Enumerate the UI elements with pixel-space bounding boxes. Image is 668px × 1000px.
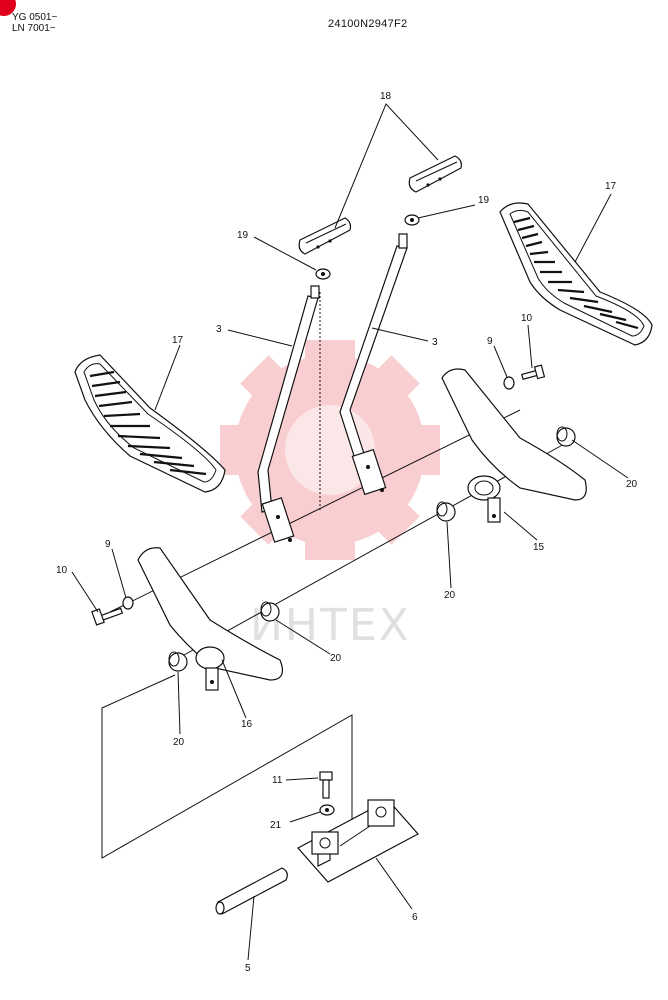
label-16: 16 (241, 719, 253, 730)
label-5: 5 (245, 963, 251, 974)
label-15: 15 (533, 542, 545, 553)
pivot-pin (215, 867, 288, 915)
bracket-nut (319, 804, 335, 816)
bushing-center (436, 501, 456, 522)
nut-left (315, 268, 331, 280)
label-17-left: 17 (172, 335, 184, 346)
pedal-pad-right (408, 155, 462, 193)
label-20-middle: 20 (330, 653, 342, 664)
label-20-center: 20 (444, 590, 456, 601)
serial-line-1: YG 0501~ (12, 12, 58, 23)
tread-plate-left (74, 354, 226, 493)
label-19-right: 19 (478, 195, 490, 206)
label-19-left: 19 (237, 230, 249, 241)
tread-plate-right (499, 202, 653, 346)
label-10-right: 10 (521, 313, 533, 324)
label-18: 18 (380, 91, 392, 102)
label-20-right: 20 (626, 479, 638, 490)
leader-lines (71, 103, 629, 961)
label-17-right: 17 (605, 181, 617, 192)
pedal-pad-left (298, 217, 352, 255)
bracket-bolt (319, 771, 333, 799)
label-10-left: 10 (56, 565, 68, 576)
pedal-arm-left (137, 547, 283, 691)
bushing-middle (260, 601, 280, 622)
washer-right (503, 376, 515, 390)
label-3-right: 3 (432, 337, 438, 348)
label-20-left: 20 (173, 737, 185, 748)
label-9-left: 9 (105, 539, 111, 550)
label-3-left: 3 (216, 324, 222, 335)
bushing-right (556, 426, 576, 447)
callout-labels: 18 17 19 19 3 3 17 9 10 20 15 9 10 20 20… (56, 91, 638, 974)
pedal-arm-right (441, 368, 587, 523)
pedal-lever-right (339, 233, 408, 496)
drawing-code: 24100N2947F2 (328, 18, 408, 30)
bolt-left (91, 607, 124, 626)
washer-left (122, 596, 134, 610)
serial-line-2: LN 7001~ (12, 23, 56, 34)
label-11: 11 (272, 775, 283, 786)
bolt-right (521, 364, 546, 380)
bracket-base (297, 799, 419, 883)
bushing-left (168, 651, 188, 672)
corner-badge (0, 0, 16, 16)
label-9-right: 9 (487, 336, 493, 347)
label-6: 6 (412, 912, 418, 923)
label-21: 21 (270, 820, 282, 831)
nut-right (404, 214, 420, 226)
pedal-lever-left (257, 285, 320, 543)
